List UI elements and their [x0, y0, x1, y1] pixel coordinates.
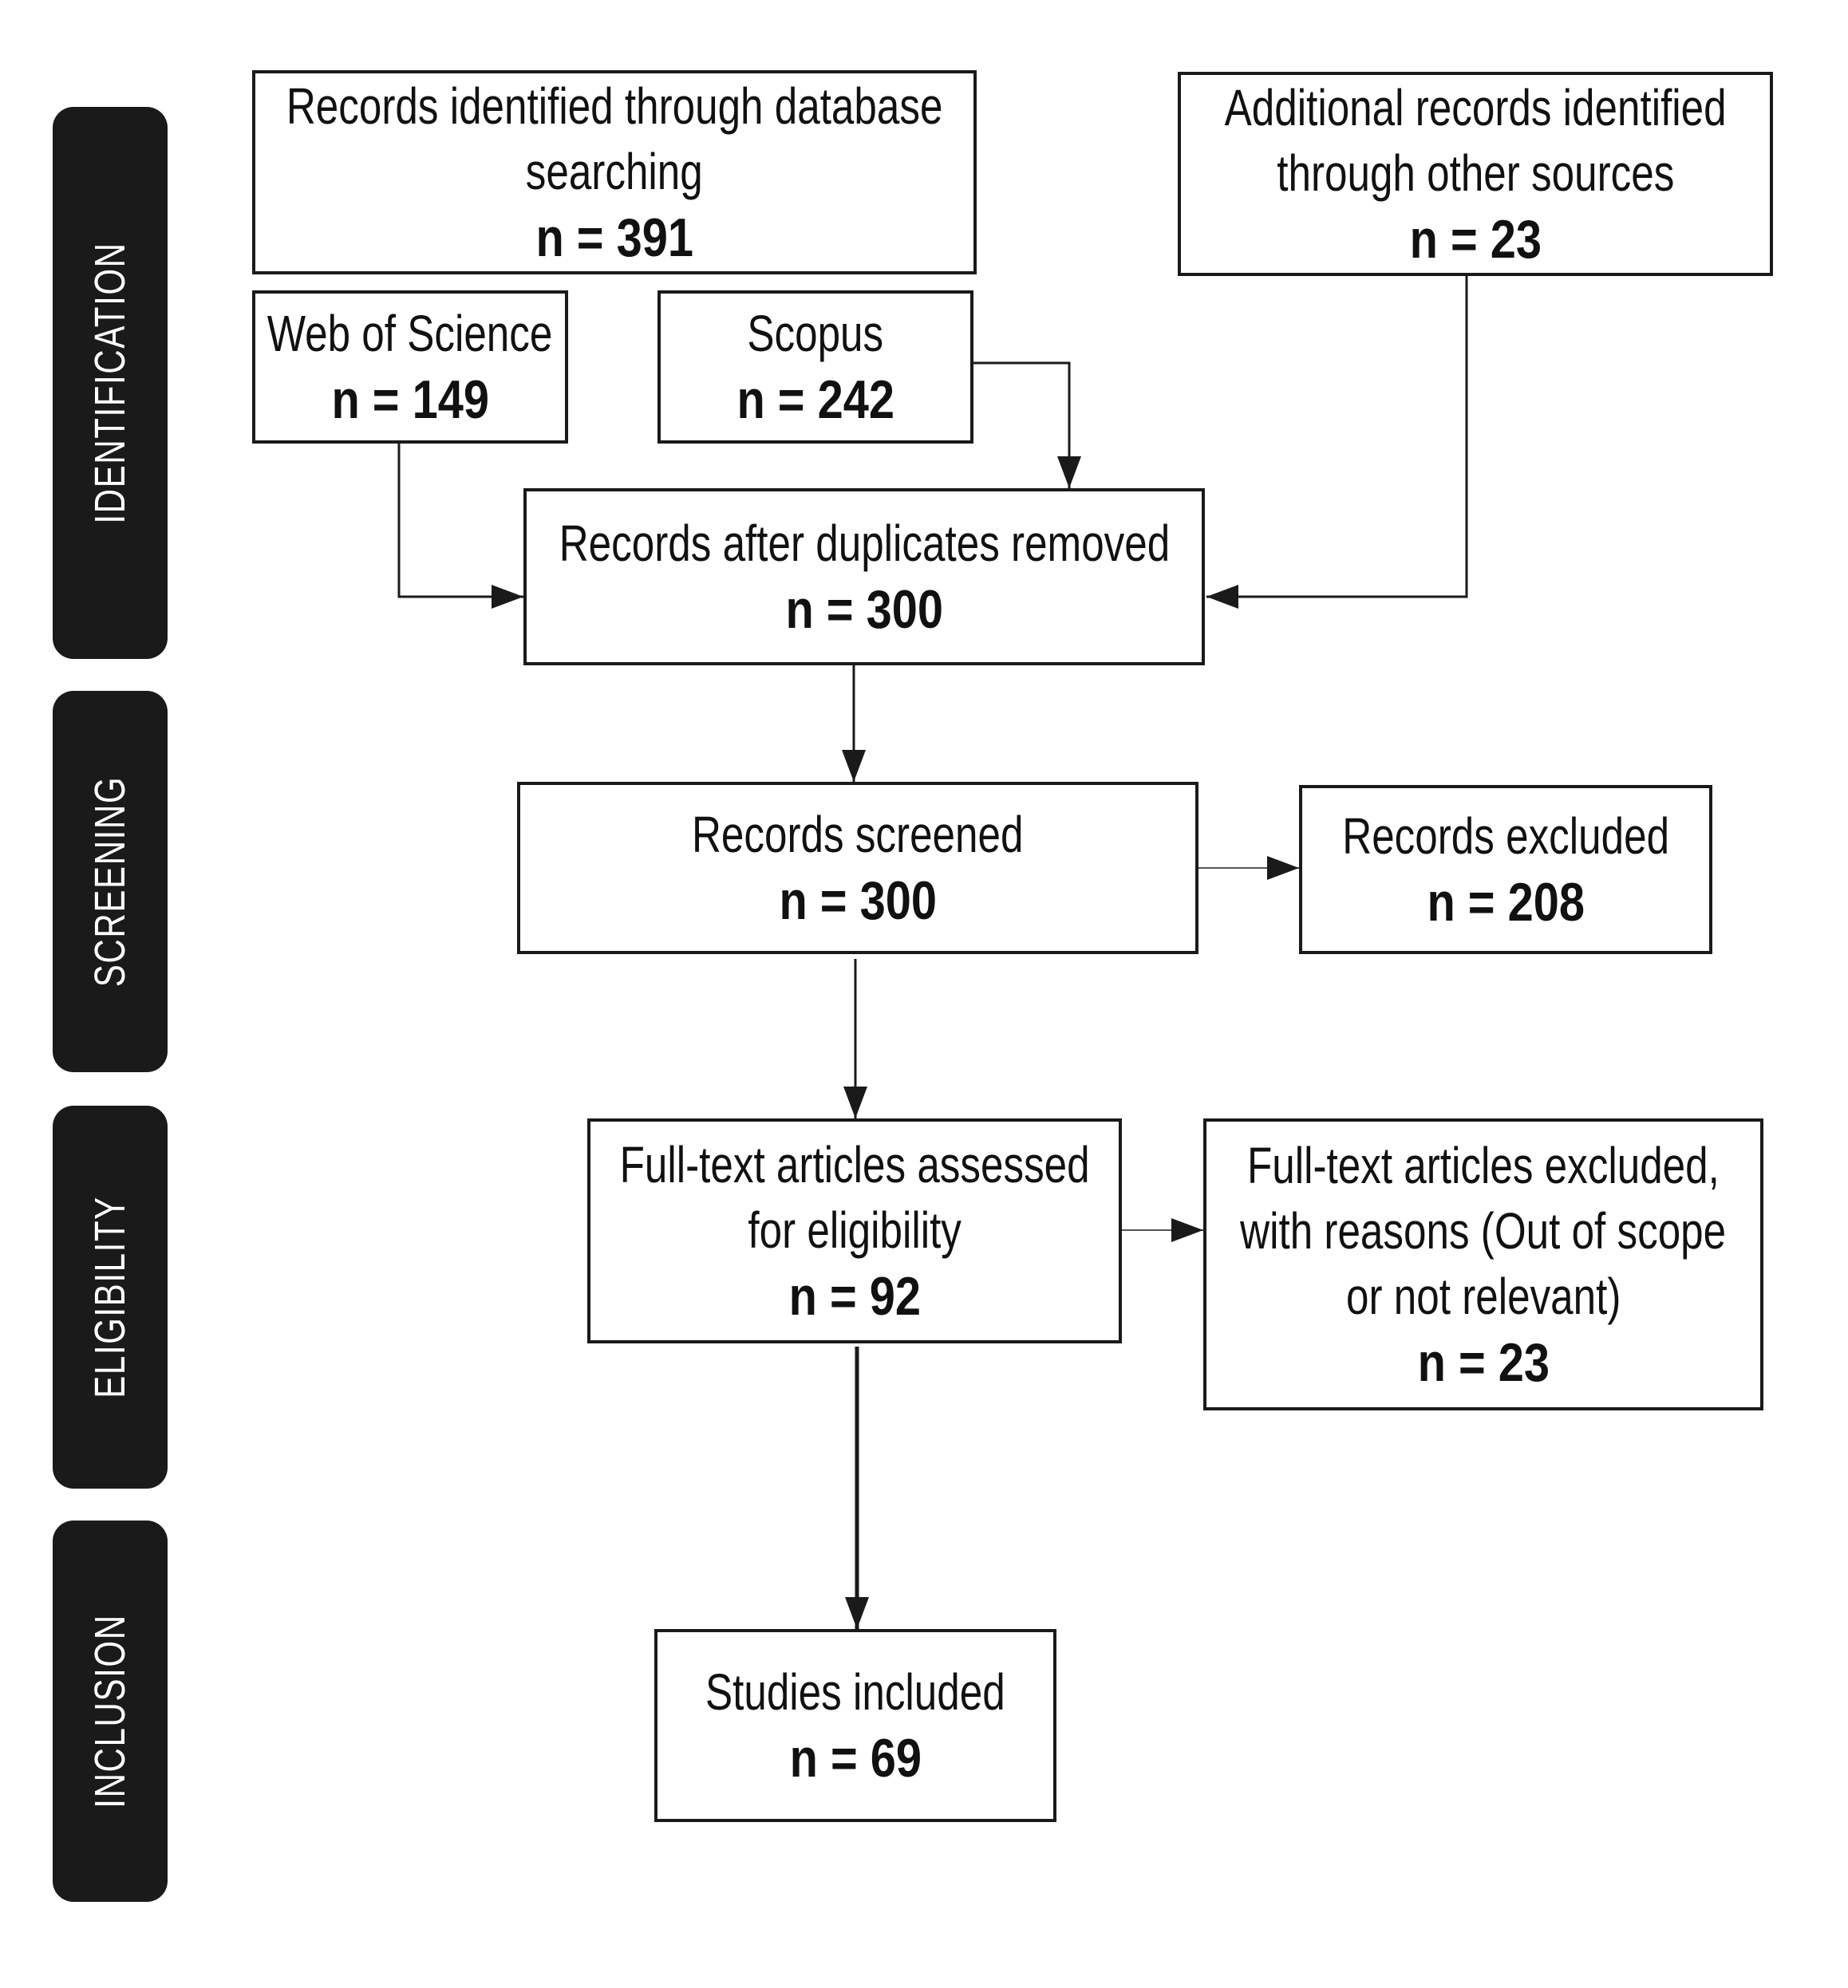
scopus-count: n = 242 — [736, 369, 894, 430]
other-sources-label-1: Additional records identified — [1224, 79, 1727, 136]
box-fulltext-assessed: Full-text articles assessed for eligibil… — [587, 1118, 1122, 1343]
fulltext-assessed-count: n = 92 — [788, 1266, 921, 1327]
arrow-wos-to-duplicates — [397, 444, 523, 609]
box-fulltext-excluded: Full-text articles excluded, with reason… — [1203, 1118, 1763, 1410]
after-duplicates-label: Records after duplicates removed — [559, 515, 1170, 572]
phase-inclusion: INCLUSION — [53, 1521, 168, 1902]
database-search-count: n = 391 — [535, 207, 693, 268]
studies-included-label: Studies included — [705, 1663, 1005, 1721]
box-web-of-science: Web of Science n = 149 — [252, 290, 568, 444]
arrow-other-to-duplicates — [1206, 276, 1468, 609]
records-excluded-label: Records excluded — [1342, 807, 1669, 865]
box-studies-included: Studies included n = 69 — [654, 1629, 1056, 1822]
web-of-science-count: n = 149 — [331, 369, 489, 430]
other-sources-label-2: through other sources — [1276, 144, 1675, 202]
arrow-scopus-to-duplicates — [973, 361, 1081, 488]
scopus-label: Scopus — [747, 305, 884, 362]
web-of-science-label: Web of Science — [267, 305, 553, 362]
records-screened-count: n = 300 — [779, 870, 937, 931]
phase-eligibility: ELIGIBILITY — [53, 1106, 168, 1489]
box-scopus: Scopus n = 242 — [657, 290, 973, 444]
fulltext-excluded-label-3: or not relevant) — [1345, 1268, 1621, 1325]
records-screened-label: Records screened — [692, 806, 1024, 863]
other-sources-count: n = 23 — [1409, 209, 1542, 270]
studies-included-count: n = 69 — [789, 1728, 922, 1789]
fulltext-excluded-count: n = 23 — [1417, 1332, 1550, 1393]
phase-screening: SCREENING — [53, 691, 168, 1072]
box-other-sources: Additional records identified through ot… — [1178, 72, 1773, 276]
fulltext-assessed-label-1: Full-text articles assessed — [619, 1136, 1090, 1193]
fulltext-excluded-label-1: Full-text articles excluded, — [1247, 1137, 1720, 1194]
fulltext-assessed-label-2: for eligibility — [748, 1201, 962, 1259]
records-excluded-count: n = 208 — [1427, 872, 1585, 933]
phase-identification: IDENTIFICATION — [53, 107, 168, 659]
database-search-label-1: Records identified through database — [286, 77, 943, 135]
fulltext-excluded-label-2: with reasons (Out of scope — [1240, 1202, 1727, 1260]
box-records-screened: Records screened n = 300 — [517, 782, 1198, 954]
box-database-search: Records identified through database sear… — [252, 70, 977, 274]
after-duplicates-count: n = 300 — [785, 579, 943, 640]
box-after-duplicates: Records after duplicates removed n = 300 — [523, 488, 1205, 665]
box-records-excluded: Records excluded n = 208 — [1299, 785, 1712, 954]
database-search-label-2: searching — [526, 143, 703, 200]
